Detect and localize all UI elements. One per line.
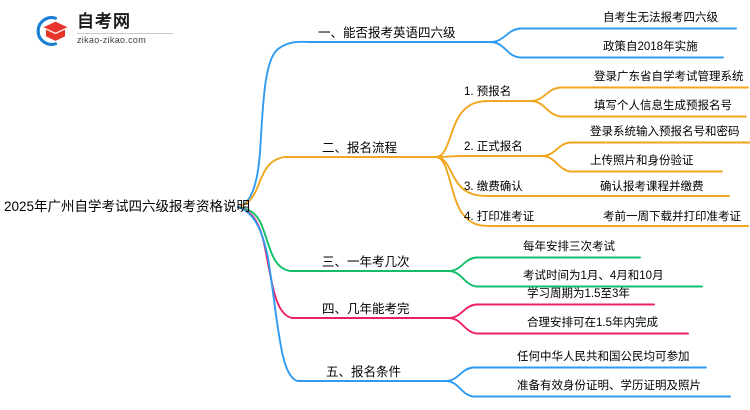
leaf-3-1[interactable]: 每年安排三次考试 — [523, 241, 615, 253]
branch-label-4[interactable]: 四、几年能考完 — [322, 302, 410, 316]
graduation-cap-logo-icon — [30, 14, 70, 48]
leaf-2-3-1[interactable]: 确认报考课程并缴费 — [600, 181, 704, 193]
leaf-1-1[interactable]: 自考生无法报考四六级 — [603, 12, 718, 24]
subnode-2-2[interactable]: 2. 正式报名 — [464, 141, 523, 153]
logo-name-cn: 自考网 — [77, 12, 131, 31]
subnode-2-4[interactable]: 4. 打印准考证 — [464, 211, 535, 223]
branch-label-5[interactable]: 五、报名条件 — [326, 365, 402, 379]
logo-divider — [77, 33, 173, 34]
subnode-2-1[interactable]: 1. 预报名 — [464, 86, 512, 98]
branch-label-1[interactable]: 一、能否报考英语四六级 — [318, 26, 456, 40]
logo-name-en: zikao-zikao.com — [77, 35, 147, 45]
leaf-2-2-1[interactable]: 登录系统输入预报名号和密码 — [590, 126, 740, 138]
leaf-2-1-2[interactable]: 填写个人信息生成预报名号 — [594, 100, 732, 112]
leaf-5-1[interactable]: 任何中华人民共和国公民均可参加 — [517, 351, 690, 363]
leaf-1-2[interactable]: 政策自2018年实施 — [603, 41, 698, 53]
root-node-label[interactable]: 2025年广州自学考试四六级报考资格说明 — [4, 199, 251, 214]
site-logo[interactable]: 自考网 zikao-zikao.com — [30, 12, 175, 50]
branch-label-3[interactable]: 三、一年考几次 — [322, 255, 410, 269]
branch-label-2[interactable]: 二、报名流程 — [322, 141, 398, 155]
leaf-4-2[interactable]: 合理安排可在1.5年内完成 — [527, 317, 658, 329]
leaf-2-2-2[interactable]: 上传照片和身份验证 — [590, 155, 694, 167]
leaf-5-2[interactable]: 准备有效身份证明、学历证明及照片 — [517, 380, 701, 392]
leaf-4-1[interactable]: 学习周期为1.5至3年 — [527, 288, 630, 300]
leaf-2-1-1[interactable]: 登录广东省自学考试管理系统 — [594, 71, 744, 83]
logo-wordmark: 自考网 zikao-zikao.com — [77, 12, 177, 48]
leaf-3-2[interactable]: 考试时间为1月、4月和10月 — [523, 270, 664, 282]
subnode-2-3[interactable]: 3. 缴费确认 — [464, 181, 523, 193]
leaf-2-4-1[interactable]: 考前一周下载并打印准考证 — [603, 211, 741, 223]
